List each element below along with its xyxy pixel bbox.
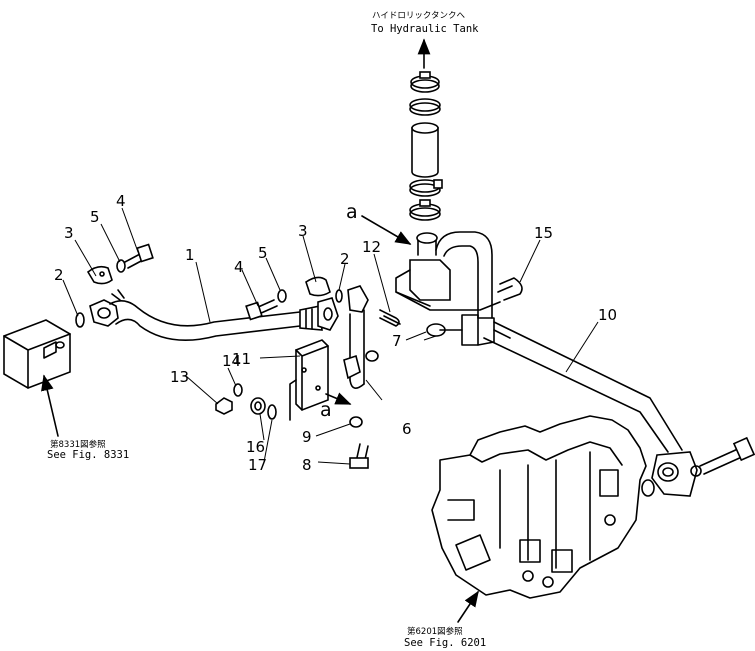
left-flange-half xyxy=(89,299,119,327)
callout-a-mid: a xyxy=(320,399,332,421)
callout-4-left: 4 xyxy=(116,192,126,210)
lower-hose-clamp-2 xyxy=(409,199,441,221)
callout-16: 16 xyxy=(246,438,265,456)
washer-9 xyxy=(349,416,363,428)
callout-a-top: a xyxy=(346,201,358,223)
mid-washer xyxy=(277,289,287,303)
callout-8: 8 xyxy=(302,456,312,474)
left-o-ring xyxy=(75,312,85,328)
callout-2-mid: 2 xyxy=(340,250,350,268)
left-bolt xyxy=(124,243,154,269)
callout-9: 9 xyxy=(302,428,312,446)
tank-hose xyxy=(411,122,439,178)
callout-5-mid: 5 xyxy=(258,244,268,262)
callout-7: 7 xyxy=(392,332,402,350)
return-pipe xyxy=(439,314,683,453)
callout-13: 13 xyxy=(170,368,189,386)
callout-15: 15 xyxy=(534,224,553,242)
spacer-16 xyxy=(250,397,266,415)
split-flange-pair xyxy=(347,285,369,313)
washer-17 xyxy=(267,404,277,420)
mid-o-ring xyxy=(335,289,343,303)
callout-2-left: 2 xyxy=(54,266,64,284)
hydraulic-tank-jp-label: ハイドロリックタンクへ xyxy=(372,11,465,21)
fig8331-en-label: See Fig. 8331 xyxy=(47,449,129,461)
lower-bolt xyxy=(690,436,755,477)
fig6201-jp-label: 第6201図参照 xyxy=(407,626,463,637)
bolt-8 xyxy=(349,443,369,469)
left-washer xyxy=(116,259,126,273)
hydraulic-tank-en-label: To Hydraulic Tank xyxy=(371,23,479,35)
lower-flange-fitting xyxy=(651,451,698,497)
bracket-11 xyxy=(289,339,329,421)
callout-6: 6 xyxy=(402,420,412,438)
return-pipe-elbow xyxy=(416,231,493,319)
mid-bolt xyxy=(245,299,278,321)
right-hose-fitting xyxy=(317,297,339,331)
nut-13 xyxy=(215,397,233,415)
left-split-flange xyxy=(86,265,113,285)
callout-10: 10 xyxy=(598,306,617,324)
control-valve-body xyxy=(431,415,647,599)
callout-4-mid: 4 xyxy=(234,258,244,276)
callout-14: 14 xyxy=(222,352,241,370)
upper-hose-clamp xyxy=(410,71,440,93)
callout-17: 17 xyxy=(248,456,267,474)
lower-o-ring xyxy=(641,479,655,497)
fig8331-jp-label: 第8331図参照 xyxy=(50,439,106,450)
mid-split-flange xyxy=(305,276,331,297)
callout-1: 1 xyxy=(185,246,195,264)
fig6201-en-label: See Fig. 6201 xyxy=(404,637,486,649)
left-tank-block xyxy=(3,319,71,389)
lower-hose-clamp xyxy=(409,179,443,197)
left-reference-arrow xyxy=(41,374,59,437)
callout-12: 12 xyxy=(362,238,381,256)
washer-14 xyxy=(233,383,243,397)
callout-3-left: 3 xyxy=(64,224,74,242)
main-hose xyxy=(109,289,323,341)
upper-hose-clamp-2 xyxy=(409,98,441,116)
callout-3-mid: 3 xyxy=(298,222,308,240)
vertical-pipe-6 xyxy=(343,309,379,389)
valve-reference-arrow xyxy=(457,590,479,623)
callout-11: 11 xyxy=(232,350,251,368)
u-bolt-12 xyxy=(379,309,401,327)
callout-5-left: 5 xyxy=(90,208,100,226)
u-bolt-15 xyxy=(497,277,523,301)
leader-lines xyxy=(62,207,599,465)
pipe-block-bracket xyxy=(395,259,501,311)
